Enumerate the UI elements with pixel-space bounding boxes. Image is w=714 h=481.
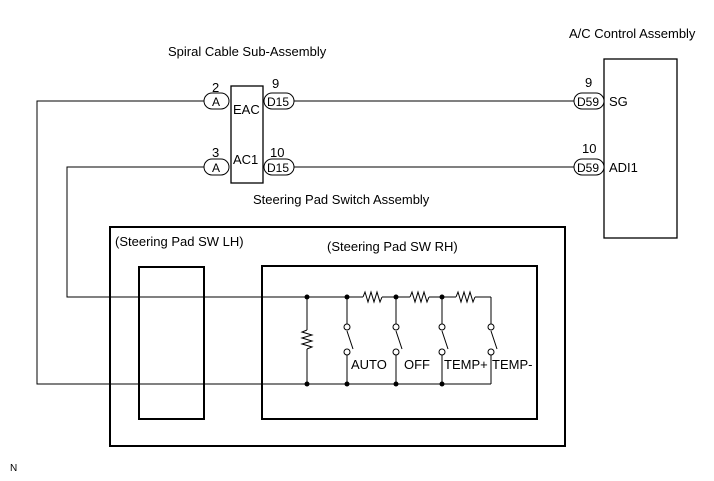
connector-a-top-label: A [212,95,220,109]
switch-tempminus-contact-bottom [487,348,495,356]
switch-label-off: OFF [404,357,430,372]
switch-off-contact-bottom [392,348,400,356]
connector-d59-top-label: D59 [577,95,599,109]
ac-top-pin: 9 [585,75,592,90]
terminal-adi1: ADI1 [609,160,638,175]
resistor-2 [409,290,430,304]
spiral-cable-title: Spiral Cable Sub-Assembly [168,44,327,59]
resistor-1 [362,290,383,304]
switch-tempminus-contact-top [487,323,495,331]
sw-lh-title: (Steering Pad SW LH) [115,234,244,249]
spiral-right-top-pin: 9 [272,76,279,91]
switch-auto-contact-bottom [343,348,351,356]
ac-bottom-pin: 10 [582,141,596,156]
switch-tempplus-contact-bottom [438,348,446,356]
terminal-eac: EAC [233,102,260,117]
switch-tempminus-blade [490,330,498,350]
resistor-3 [455,290,476,304]
switch-auto-blade [346,330,354,350]
wire-eac-loop [36,100,307,385]
junction-bottom-1 [304,381,310,387]
switch-label-auto: AUTO [351,357,387,372]
switch-tempplus-contact-top [438,323,446,331]
wire-ac1-loop [66,166,307,298]
switch-off-blade [395,330,403,350]
connector-a-bottom-label: A [212,161,220,175]
steering-pad-box [109,226,566,447]
spiral-right-bottom-pin: 10 [270,145,284,160]
connector-d15-top-label: D15 [267,95,289,109]
connector-d59-bottom-label: D59 [577,161,599,175]
sw-rh-title: (Steering Pad SW RH) [327,239,458,254]
switch-auto-contact-top [343,323,351,331]
ac-control-title: A/C Control Assembly [569,26,696,41]
connector-d15-bottom-label: D15 [267,161,289,175]
spiral-cable-box [230,85,264,184]
switch-tempplus-blade [441,330,449,350]
steering-pad-title: Steering Pad Switch Assembly [253,192,430,207]
sw-rh-box [261,265,538,420]
spiral-left-bottom-pin: 3 [212,145,219,160]
switch-off-contact-top [392,323,400,331]
terminal-ac1: AC1 [233,152,258,167]
resistor-vertical [300,329,314,350]
terminal-sg: SG [609,94,628,109]
spiral-left-top-pin: 2 [212,80,219,95]
ac-control-box [603,58,678,239]
switch-label-tempplus: TEMP+ [444,357,488,372]
footer-code: N [10,463,17,474]
switch-label-tempminus: TEMP- [492,357,532,372]
sw-lh-box [138,266,205,420]
